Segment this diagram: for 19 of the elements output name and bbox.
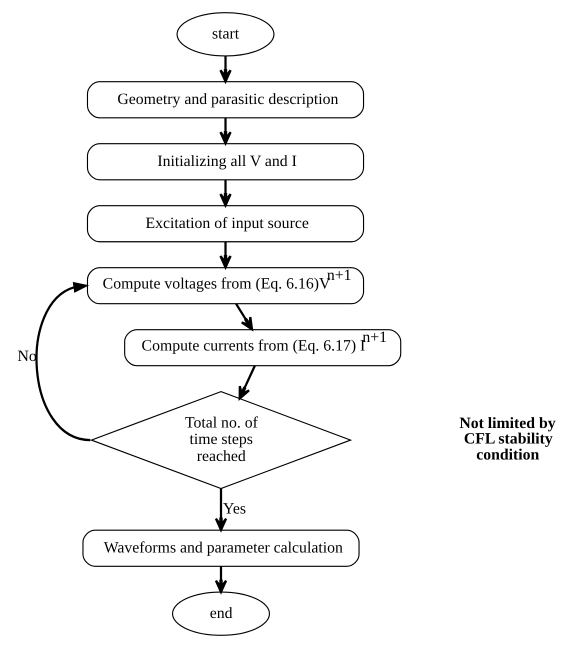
label: Not limited by CFL stability condition [458, 414, 556, 464]
arrow [234, 303, 253, 330]
arrow [218, 242, 232, 268]
node-diamond: Total no. of time steps reached [89, 391, 352, 490]
node-ellipse: end [172, 592, 270, 636]
arrow [238, 365, 256, 400]
arrow [218, 180, 232, 207]
arrow [214, 566, 227, 594]
arrow [218, 118, 232, 145]
node-ellipse: start [176, 12, 274, 56]
node-box: Waveforms and parameter calculation [82, 530, 360, 567]
arrow [35, 282, 90, 442]
edge-label: Yes [222, 500, 246, 518]
arrow [218, 56, 232, 83]
edge-label: No [16, 348, 36, 366]
arrow [214, 488, 227, 532]
node-box: Excitation of input source [86, 205, 364, 242]
node-box: Initializing all V and I [86, 143, 364, 180]
node-box: Geometry and parasitic description [86, 81, 364, 118]
